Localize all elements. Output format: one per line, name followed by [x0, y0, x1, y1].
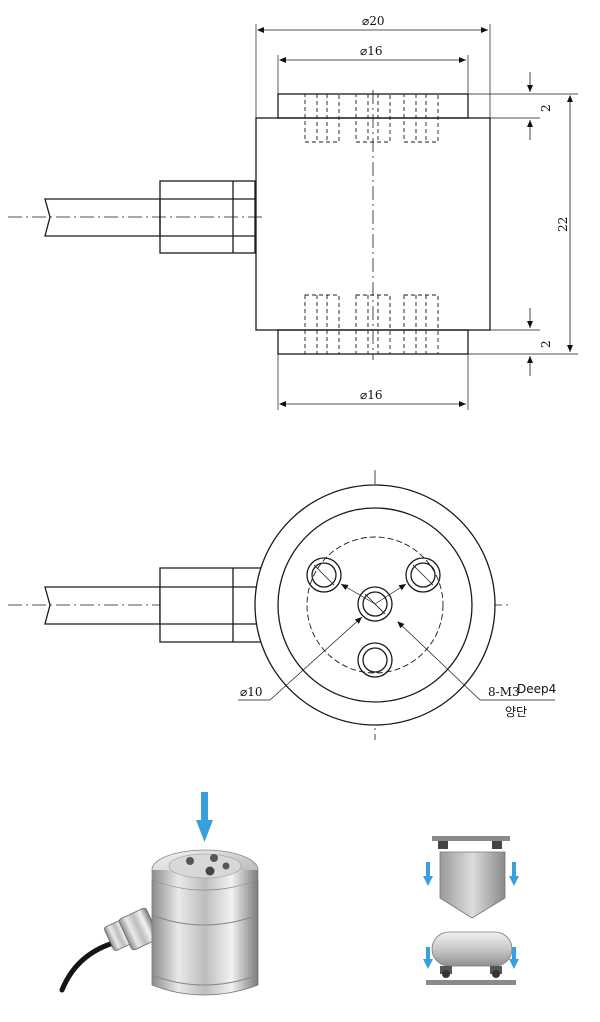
thread-label: 8-M3	[488, 685, 520, 699]
dim-label-d10: ⌀10	[240, 685, 263, 699]
leader-thread	[397, 621, 481, 701]
hidden-holes-bottom	[304, 294, 439, 355]
thread-holes	[306, 557, 441, 678]
photo-gland	[104, 907, 160, 951]
dim-label-d20: ⌀20	[362, 14, 385, 28]
photo-body	[151, 879, 259, 996]
product-photo	[59, 792, 259, 996]
thread-depth-label: Deep4	[517, 682, 556, 696]
dim-label-2-top: 2	[539, 104, 553, 112]
load-arrow-shaft	[201, 792, 208, 822]
load-arrow-head	[196, 820, 213, 842]
application-tank	[423, 931, 519, 985]
side-view	[8, 24, 578, 410]
top-view	[8, 470, 555, 740]
application-hopper	[423, 836, 519, 919]
cable-gland	[159, 180, 256, 254]
dim-label-d16-top: ⌀16	[360, 44, 383, 58]
outer-flange	[254, 484, 496, 726]
hopper-body	[439, 851, 506, 919]
thread-note-label: 양단	[505, 705, 527, 719]
bottom-ring	[277, 329, 469, 355]
inner-face	[277, 507, 473, 703]
tank-body	[431, 931, 513, 967]
top-cable	[44, 586, 161, 625]
tank-base	[426, 980, 516, 985]
dim-label-22: 22	[556, 217, 570, 232]
cable	[44, 198, 161, 237]
dim-label-2-bottom: 2	[539, 340, 553, 348]
top-cable-gland	[159, 567, 263, 643]
bolt-circle	[306, 536, 444, 674]
hidden-holes-top	[304, 93, 439, 143]
dim-label-d16-bottom: ⌀16	[360, 388, 383, 402]
